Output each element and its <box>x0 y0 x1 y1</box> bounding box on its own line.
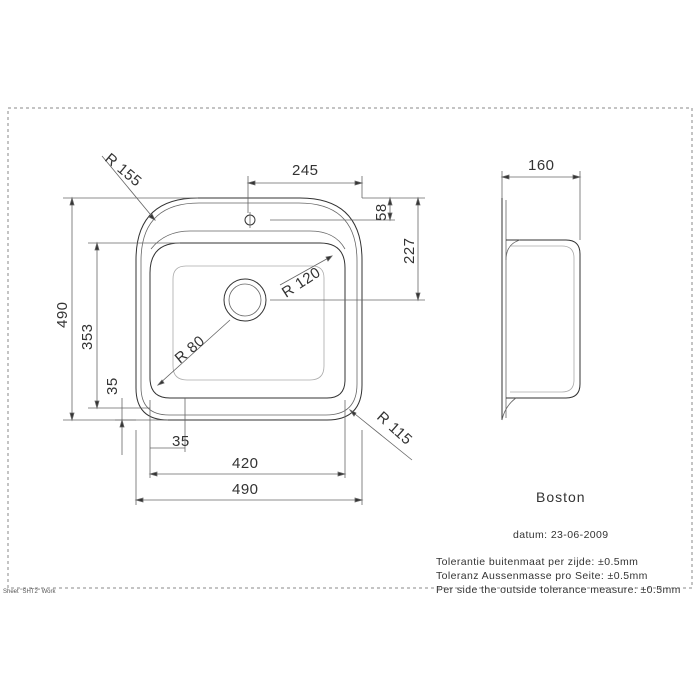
tolerance-nl: Tolerantie buitenmaat per zijde: ±0.5mm <box>436 556 638 568</box>
dim-227: 227 <box>401 237 418 264</box>
side-dimension <box>500 171 582 240</box>
dim-490-horizontal: 490 <box>232 481 259 498</box>
tolerance-de: Toleranz Aussenmasse pro Seite: ±0.5mm <box>436 570 648 582</box>
sheet-label: Sheet "SHT2" Work <box>3 589 57 595</box>
dim-58: 58 <box>373 203 390 221</box>
sink-front-view <box>135 197 363 421</box>
dim-490-vertical: 490 <box>54 301 71 328</box>
radius-80: R 80 <box>172 332 209 367</box>
sink-side-view <box>501 198 581 421</box>
dim-35-horizontal: 35 <box>172 433 190 450</box>
dimension-lines <box>63 155 425 505</box>
dim-420: 420 <box>232 455 259 472</box>
radius-155: R 155 <box>101 150 145 190</box>
dim-245: 245 <box>292 162 319 179</box>
dim-353: 353 <box>79 323 96 350</box>
dim-160: 160 <box>528 157 555 174</box>
radius-120: R 120 <box>279 264 324 301</box>
radius-115: R 115 <box>373 408 415 448</box>
dim-35-vertical: 35 <box>104 377 121 395</box>
product-name: Boston <box>536 489 586 505</box>
sheet-frame <box>7 107 693 589</box>
tolerance-en: Per side the outside tolerance measure: … <box>436 584 681 596</box>
date-line: datum: 23-06-2009 <box>513 529 609 541</box>
